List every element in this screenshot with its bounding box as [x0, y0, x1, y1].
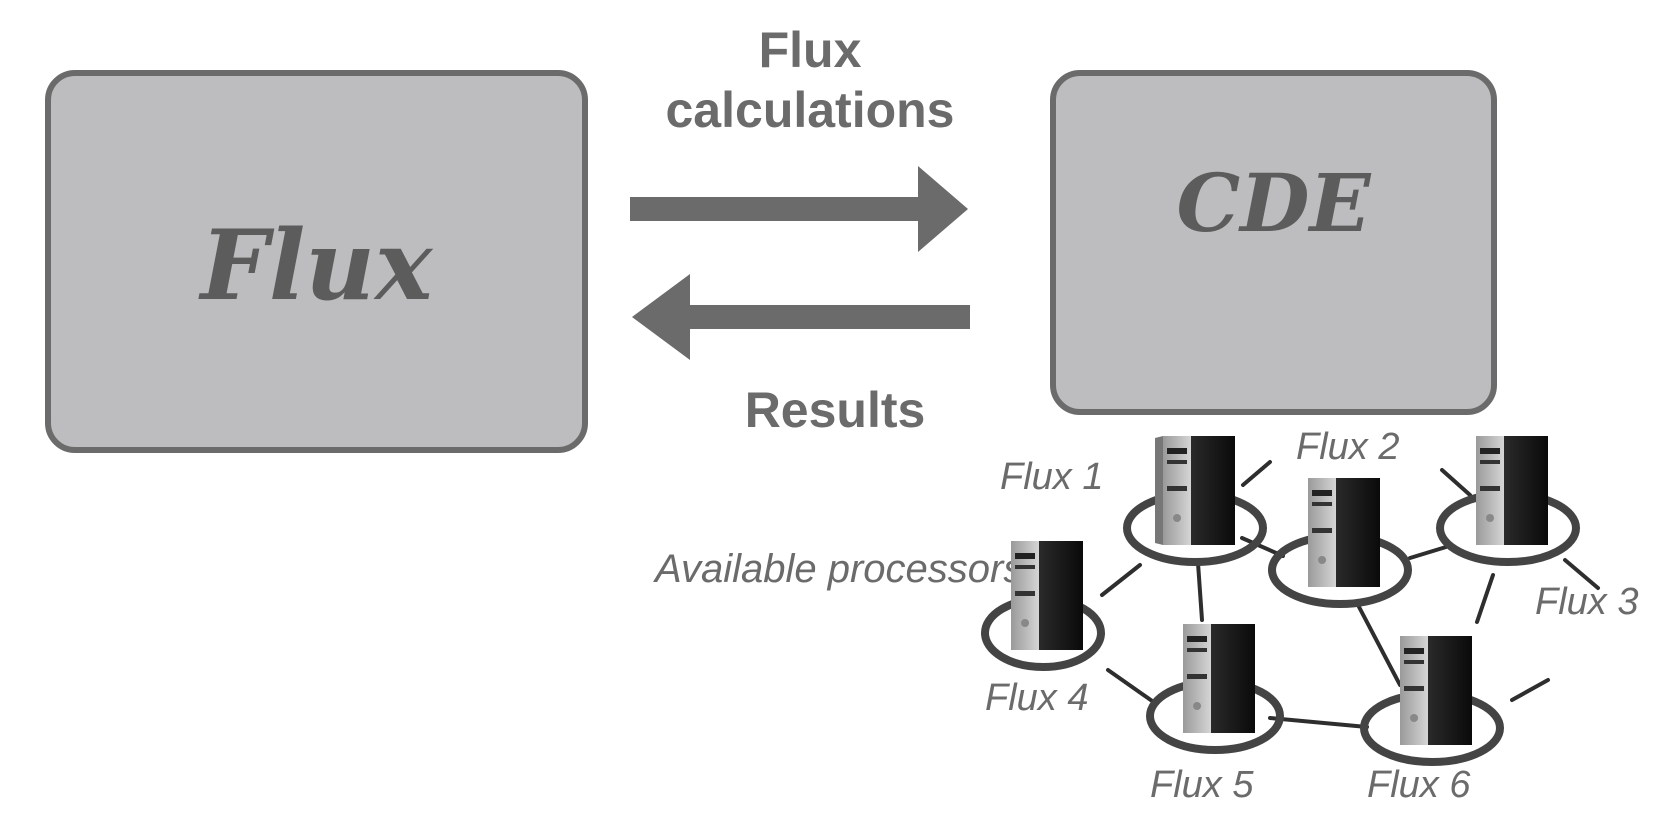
server-icon	[1436, 436, 1580, 566]
server-icon	[981, 541, 1105, 671]
server-icon	[1268, 478, 1412, 608]
cde-box: CDE	[1050, 70, 1497, 415]
node-label: Flux 2	[1296, 426, 1400, 468]
node-label: Flux 5	[1150, 764, 1254, 806]
server-icon	[1146, 624, 1284, 754]
flux-box-title: Flux	[200, 209, 433, 322]
node-label: Flux 3	[1535, 581, 1639, 623]
node-label: Flux 1	[1000, 456, 1104, 498]
network-links	[1100, 460, 1600, 729]
server-icon	[1360, 636, 1504, 766]
cde-box-title: CDE	[1176, 155, 1371, 250]
node-label: Flux 4	[985, 677, 1089, 719]
server-icon	[1123, 436, 1267, 566]
flux-box: Flux	[45, 70, 588, 453]
results-label: Results	[744, 382, 926, 438]
forward-arrow	[630, 166, 968, 252]
back-arrow	[632, 274, 970, 360]
flux-calculations-label: Flux calculations	[665, 22, 955, 138]
node-label: Flux 6	[1367, 764, 1471, 806]
